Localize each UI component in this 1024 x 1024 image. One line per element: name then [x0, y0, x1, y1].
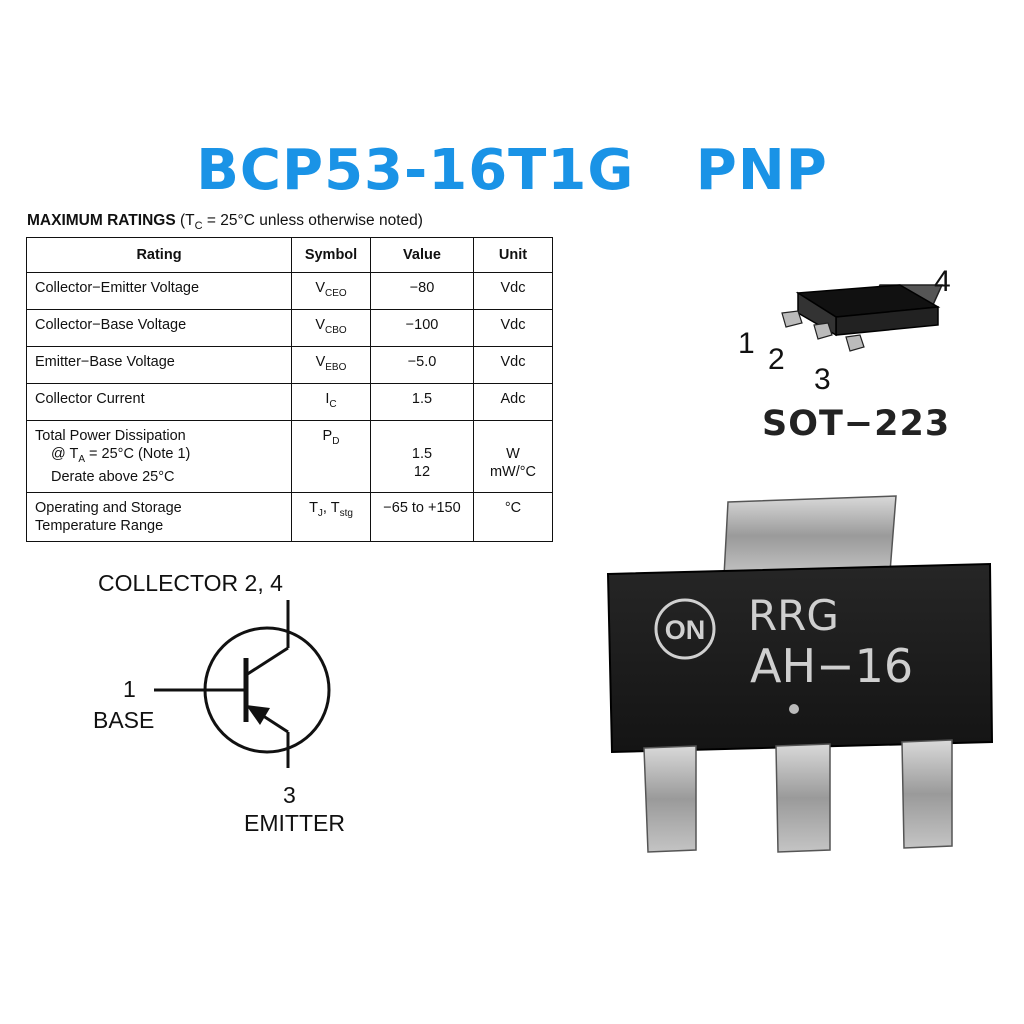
page-title: BCP53-16T1G PNP — [196, 138, 828, 203]
symbol-cell: VCEO — [291, 272, 371, 310]
max-ratings-table: Rating Symbol Value Unit Collector−Emitt… — [26, 237, 553, 543]
value-cell: −5.0 — [370, 345, 474, 384]
pin-3-label: 3 — [814, 363, 831, 396]
ratings-heading: MAXIMUM RATINGS (TC = 25°C unless otherw… — [27, 212, 423, 232]
pin-4-label: 4 — [934, 265, 951, 298]
rating-cell: Collector Current — [26, 382, 292, 421]
pin1-dot-icon — [789, 704, 799, 714]
on-logo: ON — [665, 615, 706, 645]
chip-marking-line2: AH−16 — [750, 639, 913, 693]
power-line3: Derate above 25°C — [51, 469, 175, 486]
table-row: Collector−Base Voltage VCBO −100 Vdc — [26, 308, 553, 347]
collector-label: COLLECTOR 2, 4 — [98, 570, 283, 596]
symbol-cell: TJ, Tstg — [291, 492, 371, 543]
unit-cell: Vdc — [473, 345, 553, 384]
chip-marking-line1: RRG — [748, 591, 839, 640]
unit-cell: Vdc — [473, 272, 553, 310]
power-line1: Total Power Dissipation — [35, 427, 186, 444]
table-row: Collector Current IC 1.5 Adc — [26, 382, 553, 421]
value-cell: −100 — [370, 308, 474, 347]
emitter-pin-number: 3 — [283, 782, 296, 808]
rating-cell: Collector−Emitter Voltage — [26, 272, 292, 310]
power-line2: @ TA = 25°C (Note 1) — [51, 445, 191, 465]
table-header-row: Rating Symbol Value Unit — [26, 237, 553, 273]
unit-cell: Adc — [473, 382, 553, 421]
col-symbol: Symbol — [291, 237, 371, 273]
rating-cell: Operating and Storage Temperature Range — [26, 492, 292, 543]
col-value: Value — [370, 237, 474, 273]
package-name: SOT−223 — [762, 404, 951, 444]
col-rating: Rating — [26, 237, 292, 273]
table-row: Collector−Emitter Voltage VCEO −80 Vdc — [26, 272, 553, 310]
ratings-heading-label: MAXIMUM RATINGS — [27, 212, 176, 229]
symbol-cell: VEBO — [291, 345, 371, 384]
base-pin-number: 1 — [123, 676, 136, 702]
pnp-transistor-icon — [154, 600, 331, 768]
chip-photo: ON RRG AH−16 — [606, 495, 994, 853]
pin-2-label: 2 — [768, 343, 785, 376]
value-cell: −80 — [370, 272, 474, 310]
table-row: Total Power Dissipation @ TA = 25°C (Not… — [26, 419, 553, 494]
unit-cell: Vdc — [473, 308, 553, 347]
rating-cell: Total Power Dissipation @ TA = 25°C (Not… — [26, 419, 292, 494]
sot223-package-icon: 1 2 3 4 — [738, 265, 951, 396]
value-cell: −65 to +150 — [370, 492, 474, 543]
unit-cell: W mW/°C — [473, 419, 553, 494]
emitter-label: EMITTER — [244, 810, 345, 836]
base-label: BASE — [93, 707, 155, 733]
unit-cell: °C — [473, 492, 553, 543]
col-unit: Unit — [473, 237, 553, 273]
rating-cell: Emitter−Base Voltage — [26, 345, 292, 384]
pin-1-label: 1 — [738, 327, 755, 360]
value-cell: 1.5 12 — [370, 419, 474, 494]
value-cell: 1.5 — [370, 382, 474, 421]
table-row: Operating and Storage Temperature Range … — [26, 492, 553, 543]
ratings-condition: (TC = 25°C unless otherwise noted) — [180, 212, 423, 233]
symbol-cell: IC — [291, 382, 371, 421]
symbol-cell: PD — [291, 419, 371, 494]
symbol-cell: VCBO — [291, 308, 371, 347]
rating-cell: Collector−Base Voltage — [26, 308, 292, 347]
table-row: Emitter−Base Voltage VEBO −5.0 Vdc — [26, 345, 553, 384]
